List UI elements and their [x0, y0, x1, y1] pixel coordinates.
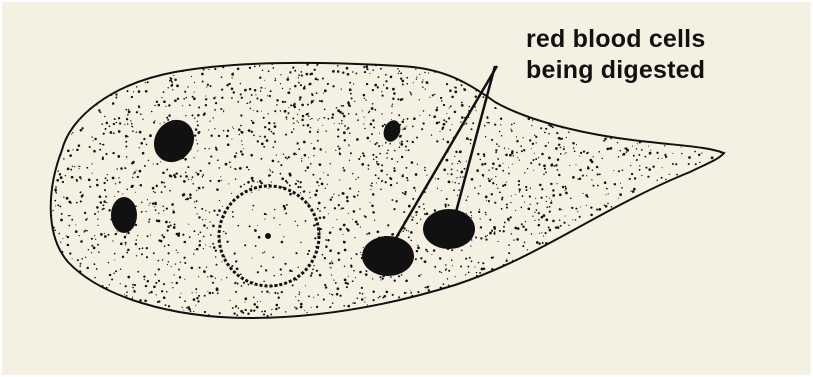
red-blood-cell-1	[362, 236, 414, 276]
nucleolus	[265, 233, 271, 239]
red-blood-cell-2	[423, 209, 475, 249]
annotation-line-1: red blood cells	[526, 24, 705, 55]
vacuole-left	[111, 197, 137, 233]
annotation-line-2: being digested	[526, 55, 705, 86]
amoeba-body	[51, 63, 724, 318]
annotation-label: red blood cells being digested	[526, 24, 705, 86]
